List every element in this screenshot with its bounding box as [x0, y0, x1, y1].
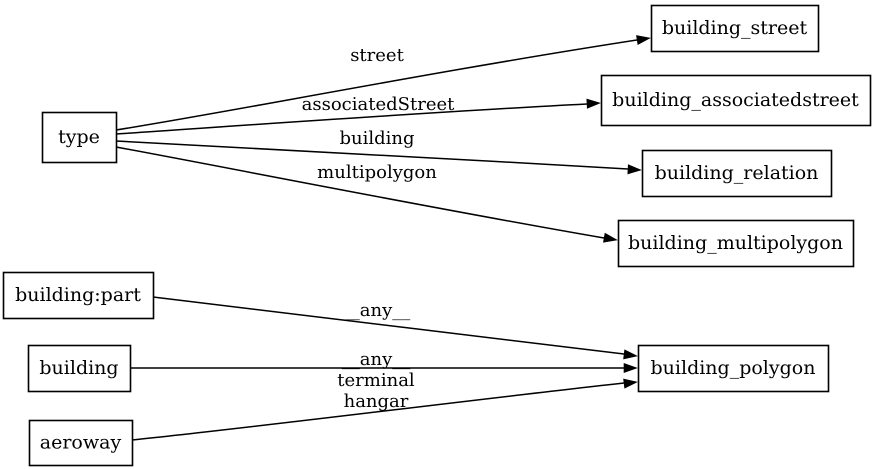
node-aeroway[interactable]: aeroway [28, 419, 134, 467]
node-label: building_polygon [651, 357, 816, 379]
edge-building_part-to-building_polygon [152, 296, 638, 360]
node-label: aeroway [40, 432, 122, 454]
node-box[interactable] [637, 344, 830, 393]
edges-layer [115, 35, 651, 441]
node-box[interactable] [650, 4, 820, 53]
edge-label: associatedStreet [302, 94, 455, 115]
node-label: building:part [15, 284, 141, 306]
edge-line [115, 146, 605, 239]
edge-line [115, 39, 638, 131]
edge-label: street [350, 45, 404, 66]
edge-aeroway-to-building_polygon [131, 378, 638, 441]
edge-labels-layer: street associatedStreet building multipolyg… [302, 45, 455, 412]
edge-label: __any__ [342, 300, 411, 321]
node-box[interactable] [41, 111, 118, 164]
edge-label: hangar [344, 391, 409, 412]
node-label: building_multipolygon [628, 232, 843, 254]
node-box[interactable] [600, 74, 872, 127]
node-building[interactable]: building [27, 344, 132, 393]
edge-label: multipolygon [317, 162, 437, 183]
edge-label: terminal [337, 370, 415, 391]
arrowhead-icon [603, 232, 618, 243]
node-box[interactable] [2, 271, 155, 320]
node-building_relation[interactable]: building_relation [641, 149, 833, 198]
node-building_multipolygon[interactable]: building_multipolygon [617, 219, 855, 268]
node-label: building_associatedstreet [612, 89, 859, 111]
edge-line [131, 382, 625, 441]
edge-line [115, 103, 588, 135]
node-building_street[interactable]: building_street [650, 4, 820, 53]
node-building_polygon[interactable]: building_polygon [637, 344, 830, 393]
node-building_associatedstreet[interactable]: building_associatedstreet [600, 74, 872, 127]
arrowhead-icon [627, 164, 642, 175]
edge-label: building [339, 128, 414, 149]
node-building_part[interactable]: building:part [2, 271, 155, 320]
node-label: building_street [662, 17, 808, 39]
edge-type-to-building_street [115, 35, 651, 131]
arrowhead-icon [636, 35, 651, 46]
arrowhead-icon [586, 98, 601, 109]
node-box[interactable] [617, 219, 855, 268]
edge-line [115, 140, 629, 170]
edge-line [152, 296, 625, 355]
node-label: building_relation [655, 162, 819, 184]
node-box[interactable] [27, 344, 132, 393]
edge-type-to-building_relation [115, 140, 642, 175]
edge-type-to-building_multipolygon [115, 146, 618, 243]
edge-label: __any__ [342, 349, 411, 370]
node-box[interactable] [641, 149, 833, 198]
arrowhead-icon [623, 349, 638, 360]
edge-type-to-building_associatedstreet [115, 98, 601, 135]
arrowhead-icon [623, 362, 638, 374]
node-type[interactable]: type [41, 111, 118, 164]
nodes-layer: type building_street building_associatedst… [2, 4, 872, 467]
node-box[interactable] [28, 419, 134, 467]
arrowhead-icon [623, 378, 638, 389]
node-label: type [58, 126, 100, 148]
node-label: building [39, 357, 118, 379]
edge-building-to-building_polygon [130, 362, 638, 374]
